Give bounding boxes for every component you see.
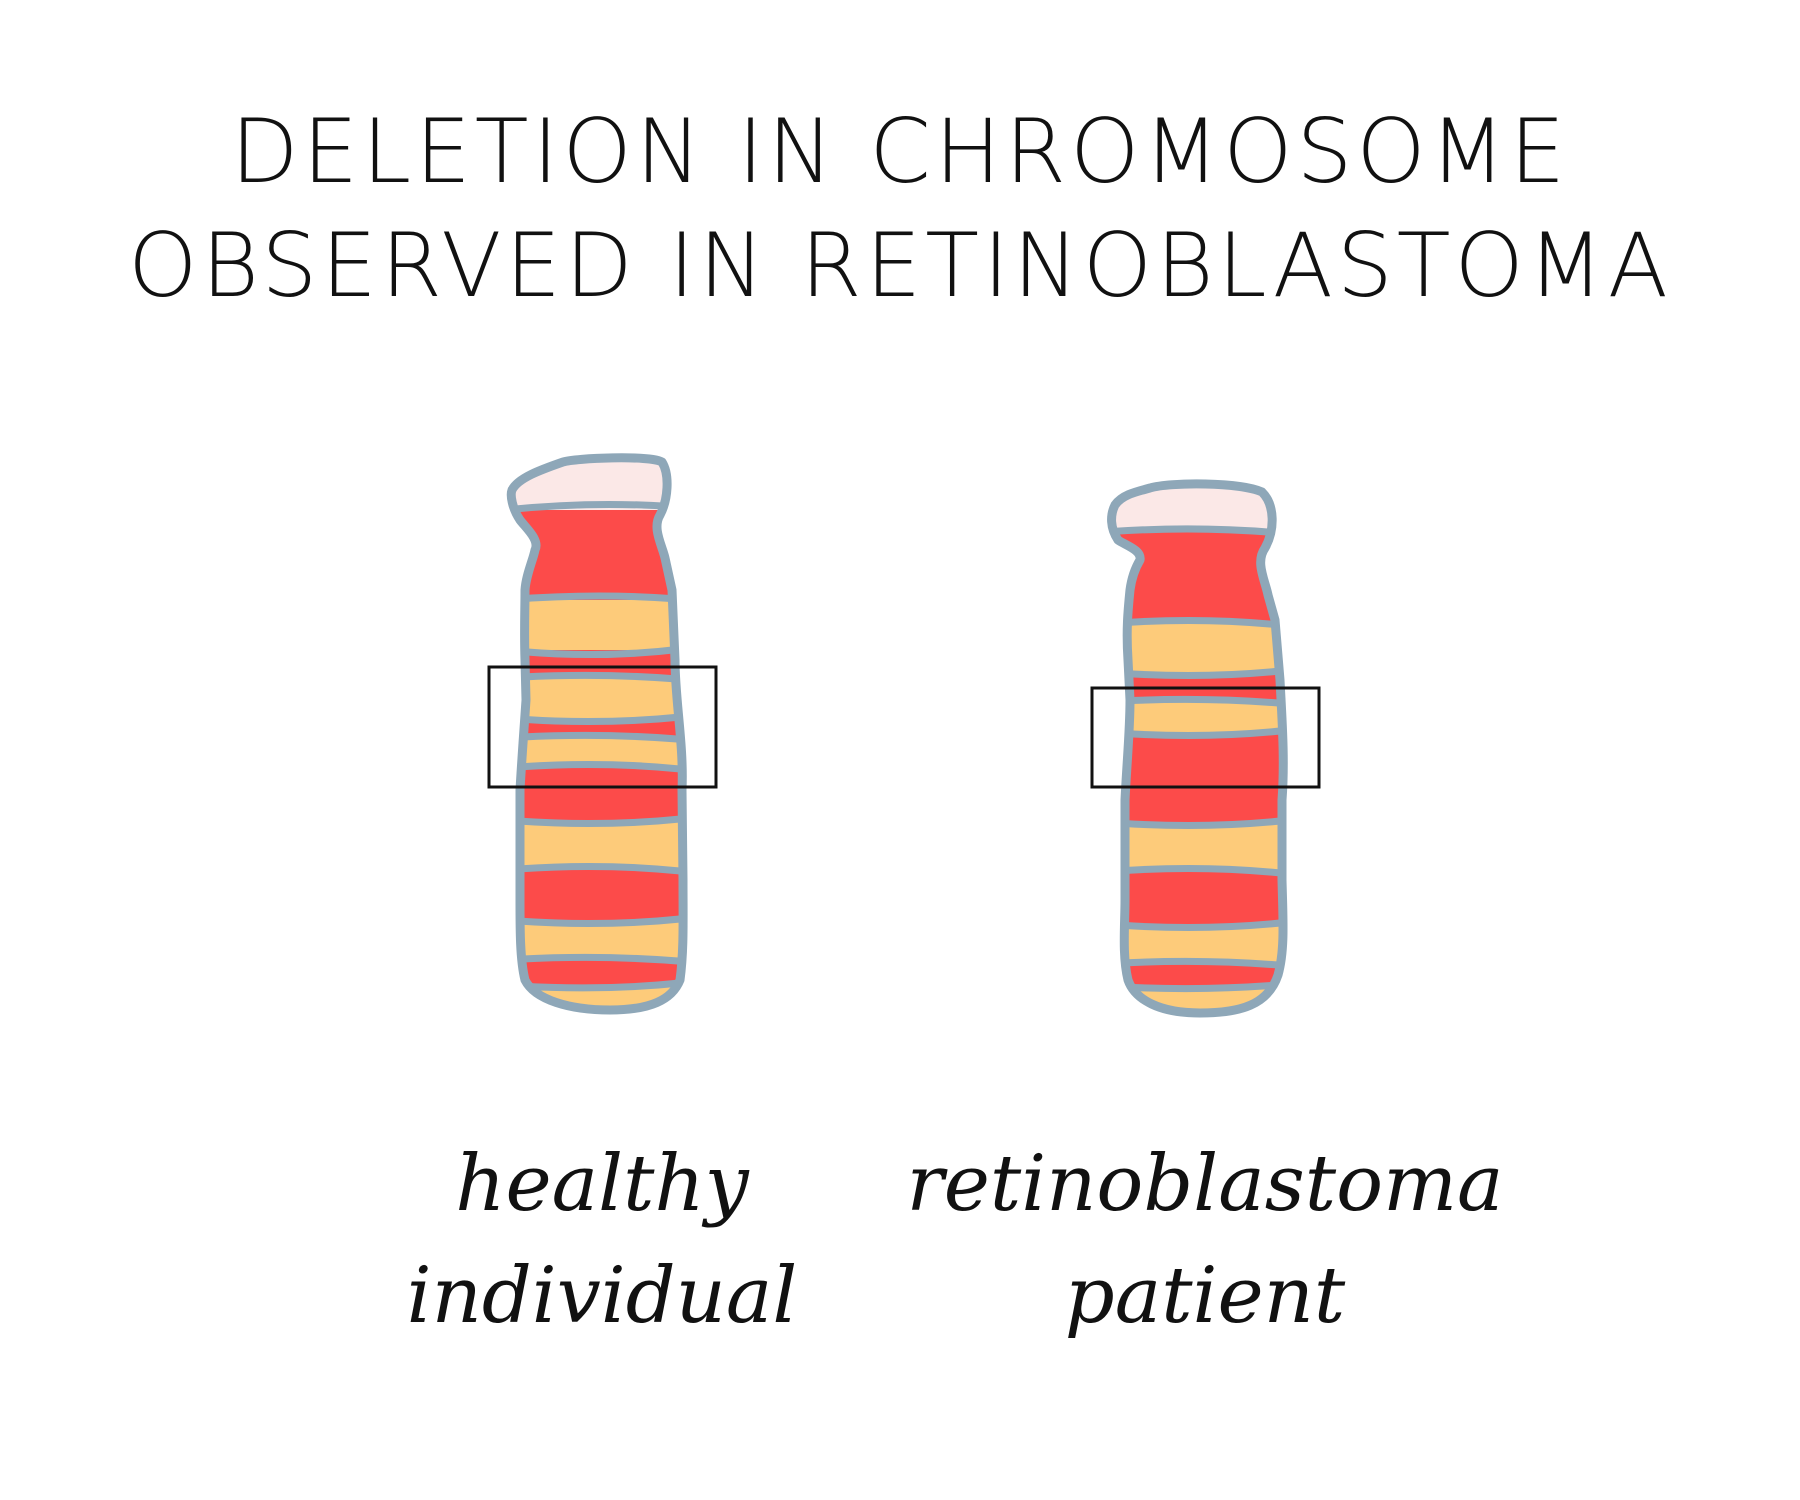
- healthy-chromosome: [487, 453, 718, 1015]
- healthy-band-yellow-4: [511, 820, 684, 870]
- patient-band-red-4: [1111, 872, 1284, 924]
- title-line-1: DELETION IN CHROMOSOME: [231, 100, 1569, 203]
- patient-label-line-1: retinoblastoma: [906, 1139, 1503, 1229]
- healthy-label-line-1: healthy: [455, 1139, 749, 1229]
- patient-outline: [1107, 479, 1288, 1018]
- patient-band-yellow-1: [1111, 624, 1284, 672]
- healthy-band-red-4: [511, 768, 684, 820]
- healthy-label-line-2: individual: [407, 1251, 798, 1341]
- patient-band-red-1: [1111, 532, 1284, 624]
- patient-highlight-box: [1090, 686, 1321, 789]
- healthy-highlight-box: [487, 665, 718, 789]
- patient-band-yellow-3: [1111, 822, 1284, 872]
- healthy-band-yellow-2: [511, 678, 684, 718]
- patient-band-yellow-2: [1111, 702, 1284, 732]
- patient-band-red-3: [1111, 732, 1284, 822]
- title-line-2: OBSERVED IN RETINOBLASTOMA: [128, 214, 1672, 317]
- patient-label-line-2: patient: [1065, 1251, 1346, 1341]
- healthy-band-red-5: [511, 870, 684, 920]
- healthy-outline: [506, 453, 688, 1015]
- healthy-band-yellow-1: [511, 600, 684, 650]
- patient-chromosome: [1090, 479, 1321, 1018]
- patient-band-red-5: [1111, 964, 1284, 986]
- healthy-band-red-6: [511, 960, 684, 985]
